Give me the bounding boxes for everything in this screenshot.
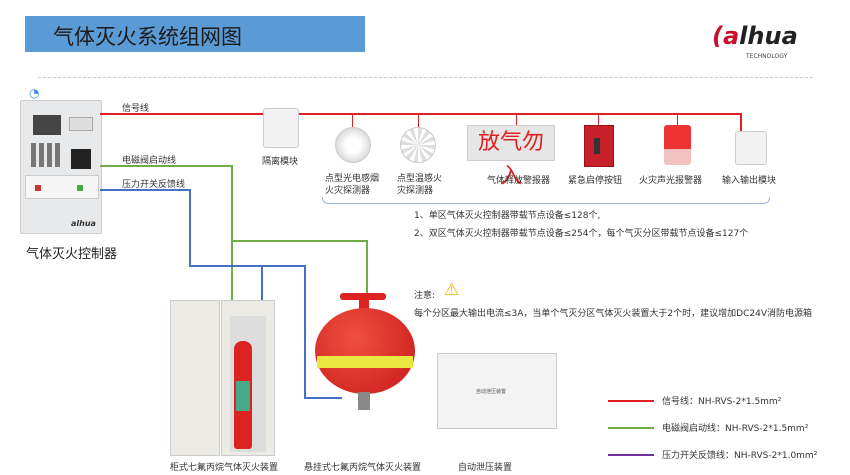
legend-item: 信号线：NH-RVS-2*1.5mm² [662, 397, 782, 407]
legend: 信号线：NH-RVS-2*1.5mm² 电磁阀启动线：NH-RVS-2*1.5m… [606, 390, 846, 470]
controller-label: 气体灭火控制器 [26, 247, 118, 262]
warning-icon: ⚠ [444, 280, 460, 300]
pressure-relief-device-image: 自动泄压装置 [437, 353, 557, 429]
device-label: 点型光电感烟 火灾探测器 [325, 174, 380, 196]
pressure-wire [100, 189, 190, 191]
vent-label: 自动泄压装置 [458, 463, 513, 473]
device-label: 气体释放警报器 [487, 176, 551, 186]
legend-pressure-swatch [608, 454, 654, 456]
note-line-2: 2、双区气体灭火控制器带载节点设备≤254个，每个气灭分区带载节点设备≤127个 [414, 229, 749, 239]
cabinet-door-image [170, 300, 220, 456]
dahua-logo: (alhua TECHNOLOGY [712, 22, 822, 62]
heat-detector-image [400, 127, 436, 163]
device-label: 点型温感火 灾探测器 [397, 174, 443, 196]
hanging-mount [340, 293, 386, 300]
io-module-image [735, 131, 767, 165]
note-line-1: 1、单区气体灭火控制器带载节点设备≤128个, [414, 211, 601, 221]
pressure-wire-label: 压力开关反馈线 [122, 180, 186, 190]
solenoid-wire-label: 电磁阀启动线 [122, 156, 177, 166]
signal-wire [100, 113, 741, 115]
device-label: 火灾声光报警器 [639, 176, 703, 186]
device-label: 隔离模块 [262, 157, 299, 167]
smoke-detector-image [335, 127, 371, 163]
legend-item: 压力开关反馈线：NH-RVS-2*1.0mm² [662, 451, 818, 461]
logo-subtext: TECHNOLOGY [746, 53, 788, 60]
audible-visual-alarm-image [664, 125, 691, 165]
device-label: 紧急启停按钮 [568, 176, 623, 186]
device-group-brace [322, 197, 770, 204]
gas-release-sign: 放气勿入 [467, 125, 555, 189]
title-bar: 气体灭火系统组网图 [25, 16, 365, 52]
signal-wire-label: 信号线 [122, 104, 150, 114]
vent-panel-text: 自动泄压装置 [476, 389, 507, 395]
device-label: 输入输出模块 [722, 176, 777, 186]
wifi-icon: ◔ [29, 86, 40, 100]
isolation-module-image [263, 108, 299, 148]
attention-text: 每个分区最大输出电流≤3A，当单个气灭分区气体灭火装置大于2个时，建议增加DC2… [414, 309, 812, 319]
attention-label: 注意: [414, 291, 436, 301]
legend-signal-swatch [608, 400, 654, 402]
emergency-stop-button-image [584, 125, 614, 167]
controller-brand: alhua [71, 219, 96, 228]
divider [38, 77, 813, 78]
hanging-label: 悬挂式七氟丙烷气体灭火装置 [304, 463, 422, 473]
cabinet-open-image [221, 300, 275, 456]
logo-text: (alhua [712, 22, 798, 50]
page-title: 气体灭火系统组网图 [53, 25, 242, 49]
cabinet-label: 柜式七氟丙烷气体灭火装置 [170, 463, 279, 473]
legend-solenoid-swatch [608, 427, 654, 429]
solenoid-wire [100, 165, 232, 167]
legend-item: 电磁阀启动线：NH-RVS-2*1.5mm² [662, 424, 809, 434]
gas-extinguishing-controller: alhua [20, 100, 102, 234]
hanging-extinguisher-image [315, 308, 415, 394]
